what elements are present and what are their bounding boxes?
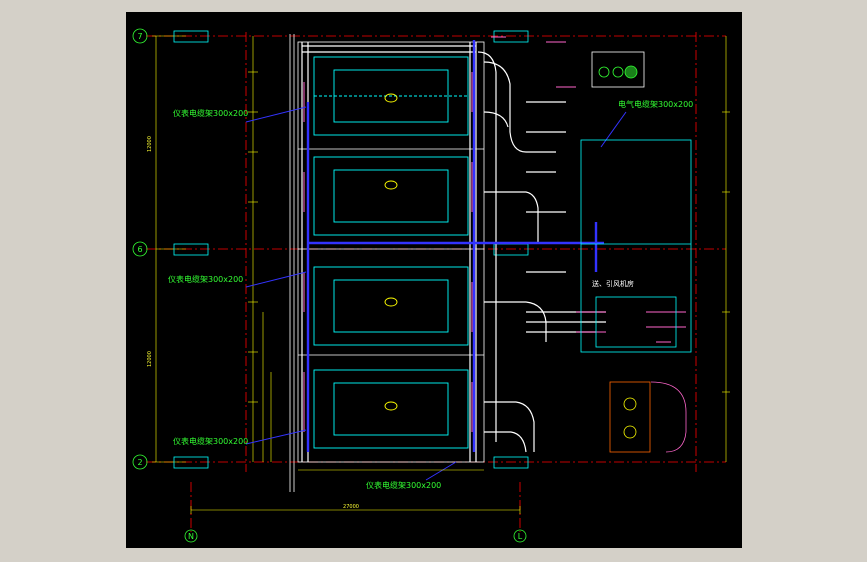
axis-bubble-col-l: L [513,529,527,543]
axis-bubble-col-n: N [184,529,198,543]
left-dimension-chain [152,35,272,463]
svg-text:L: L [518,532,523,541]
dimension-left-lower: 12000 [147,351,153,367]
axis-bubble-row-2: 2 [132,454,148,470]
boiler-2 [313,156,469,236]
label-cable-tray-3: 仪表电缆架300x200 [173,436,248,446]
cable-trays [245,40,627,481]
label-cable-tray-1: 仪表电缆架300x200 [173,108,248,118]
label-fan-room: 送、引风机房 [592,279,634,288]
right-dimension-chain [722,36,730,462]
building-outline [289,34,485,492]
label-cable-tray-2: 仪表电缆架300x200 [168,274,243,284]
cad-viewport[interactable]: 7 6 2 N L 12000 12000 [126,12,742,548]
piping-network [301,42,606,462]
axis-bubble-row-7: 7 [132,28,148,44]
axis-bubble-row-6: 6 [132,241,148,257]
svg-text:2: 2 [137,458,142,467]
boiler-room-layout-drawing: 7 6 2 N L 12000 12000 [132,28,730,543]
bottom-dimension-chain [190,469,521,514]
label-electric-tray: 电气电缆架300x200 [618,99,693,109]
boiler-4 [313,369,469,449]
fan-room [580,51,692,353]
chimney-area [609,381,687,453]
piping-accent [303,36,686,432]
boiler-3 [313,266,469,346]
dimension-left-upper: 12000 [147,136,153,152]
boiler-1 [313,56,469,136]
svg-text:7: 7 [137,32,142,41]
label-cable-tray-4: 仪表电缆架300x200 [366,480,441,490]
column-markers [173,30,529,469]
svg-text:N: N [188,532,194,541]
dimension-total-width: 27000 [343,504,359,510]
svg-text:6: 6 [137,245,142,254]
